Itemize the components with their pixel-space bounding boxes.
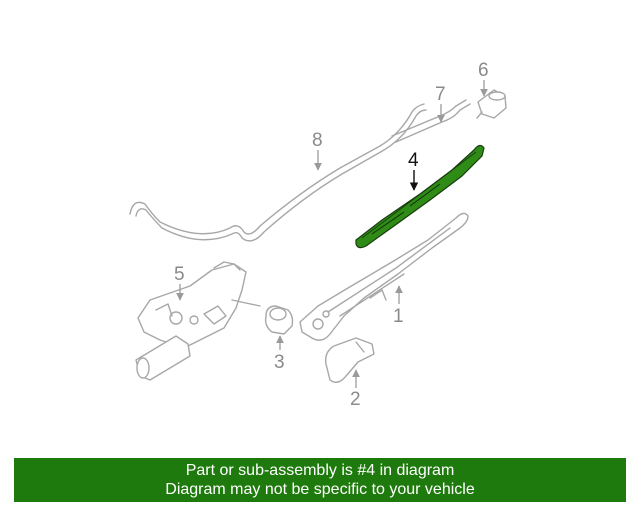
callout-1: 1 [393,285,404,327]
callout-8: 8 [312,130,323,171]
washer-hose-part-7 [391,99,471,143]
arm-cover-part-2 [324,337,375,383]
washer-hose-part-8 [129,103,427,242]
callout-7: 7 [435,84,446,123]
nozzle-part-6 [476,89,507,119]
pivot-cap-part-3 [264,305,294,335]
callout-label-5: 5 [174,264,185,285]
banner-line-part-number: Part or sub-assembly is #4 in diagram [185,462,455,479]
callout-label-3: 3 [274,352,285,373]
wiper-blade-part-4 [355,144,485,249]
callout-5: 5 [174,264,185,301]
info-banner: Part or sub-assembly is #4 in diagram Di… [14,458,626,502]
callout-label-8: 8 [312,130,323,151]
callout-label-6: 6 [478,60,489,81]
banner-line-disclaimer: Diagram may not be specific to your vehi… [165,481,475,498]
wiper-arm-part-1 [299,212,469,341]
callout-6: 6 [478,60,489,97]
callout-label-1: 1 [393,306,404,327]
wiper-motor-part-5 [135,261,261,381]
callout-4: 4 [408,150,419,191]
callout-label-7: 7 [435,84,446,105]
callout-label-4: 4 [408,150,419,171]
callout-3: 3 [274,335,285,373]
callout-2: 2 [350,369,361,410]
callout-label-2: 2 [350,389,361,410]
